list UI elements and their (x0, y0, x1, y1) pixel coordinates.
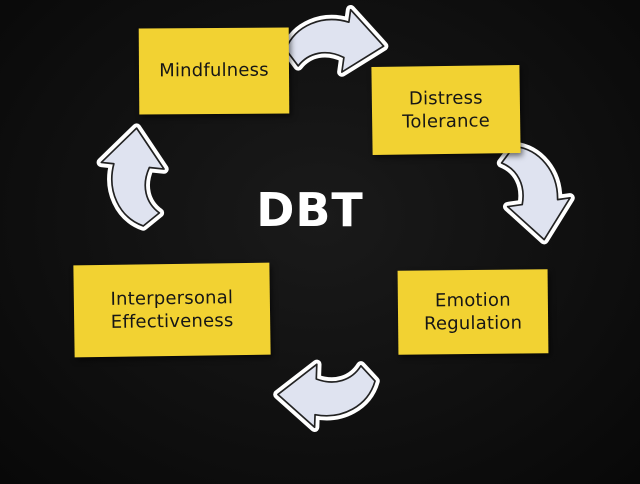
curved-arrow-icon (277, 363, 376, 429)
curved-arrow-icon (284, 1, 388, 77)
card-label: Tolerance (402, 110, 491, 133)
distress-tolerance-card: Distress Tolerance (371, 64, 521, 156)
card-label: Emotion (434, 289, 511, 312)
center-title: DBT (256, 183, 364, 237)
card-label: Distress (408, 87, 483, 110)
card-label: Regulation (423, 312, 523, 335)
emotion-regulation-card: Emotion Regulation (397, 269, 549, 355)
card-label: Interpersonal (110, 286, 234, 310)
card-label: Mindfulness (159, 59, 269, 82)
card-label: Effectiveness (110, 310, 234, 333)
curved-arrow-icon (499, 140, 575, 244)
interpersonal-effectiveness-card: Interpersonal Effectiveness (73, 262, 271, 358)
curved-arrow-icon (95, 125, 168, 228)
mindfulness-card: Mindfulness (138, 27, 290, 115)
